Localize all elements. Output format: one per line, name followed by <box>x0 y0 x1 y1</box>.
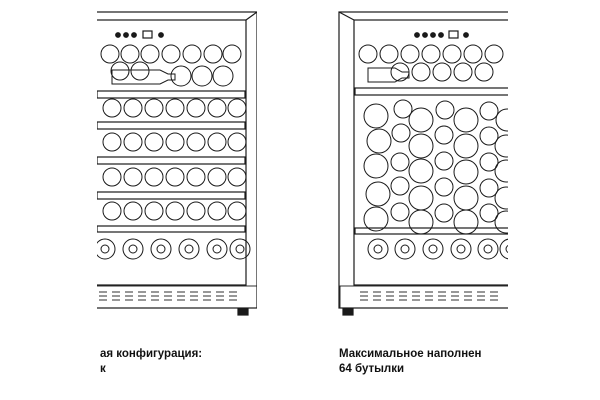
caption-right-line2: 64 бутылки <box>339 363 405 375</box>
cabinet-inner-frame <box>353 19 508 286</box>
shelf-row-5 <box>97 225 246 233</box>
indicator-dot-icon <box>115 32 121 38</box>
foot-icon <box>237 308 249 316</box>
indicator-dot-icon <box>430 32 436 38</box>
indicator-dot-icon <box>131 32 137 38</box>
shelf-row-3 <box>97 156 247 187</box>
control-panel <box>414 30 469 39</box>
indicator-dot-icon <box>438 32 444 38</box>
shelf-row-2 <box>97 121 247 152</box>
shelf-row-4 <box>97 191 247 221</box>
display-icon <box>142 30 153 39</box>
indicator-dot-icon <box>414 32 420 38</box>
caption-right-line1: Максимальное наполнен <box>339 348 482 360</box>
caption-left-line2: к <box>100 363 106 375</box>
grille-slots <box>360 291 498 301</box>
cabinet-standard-config <box>97 11 257 316</box>
indicator-dot-icon <box>123 32 129 38</box>
bottle-icon <box>367 67 410 83</box>
bottle-icon <box>111 69 176 85</box>
caption-left-line1: ая конфигурация: <box>100 348 203 360</box>
shelf-bottom <box>354 227 508 235</box>
display-icon <box>448 30 459 39</box>
indicator-dot-icon <box>158 32 164 38</box>
packed-bottle-zone <box>363 99 508 235</box>
vent-grille <box>97 285 257 309</box>
caption-standard-config: ая конфигурация: к <box>100 347 202 377</box>
top-bottle-zone <box>358 44 504 83</box>
vent-grille <box>339 285 508 309</box>
indicator-dot-icon <box>422 32 428 38</box>
shelf-top <box>354 87 508 96</box>
bottom-bottle-row <box>97 238 251 260</box>
cabinet-outer-frame <box>97 11 257 309</box>
bottom-bottle-row <box>367 238 508 260</box>
foot-icon <box>342 308 354 316</box>
shelf-row-1 <box>97 90 247 118</box>
grille-slots-top <box>99 291 237 301</box>
cabinet-inner-frame <box>97 19 247 286</box>
caption-max-config: Максимальное наполнен 64 бутылки <box>339 347 482 377</box>
cabinet-max-config <box>338 11 508 316</box>
indicator-dot-icon <box>463 32 469 38</box>
top-bottle-zone <box>100 44 242 87</box>
control-panel <box>115 30 164 39</box>
